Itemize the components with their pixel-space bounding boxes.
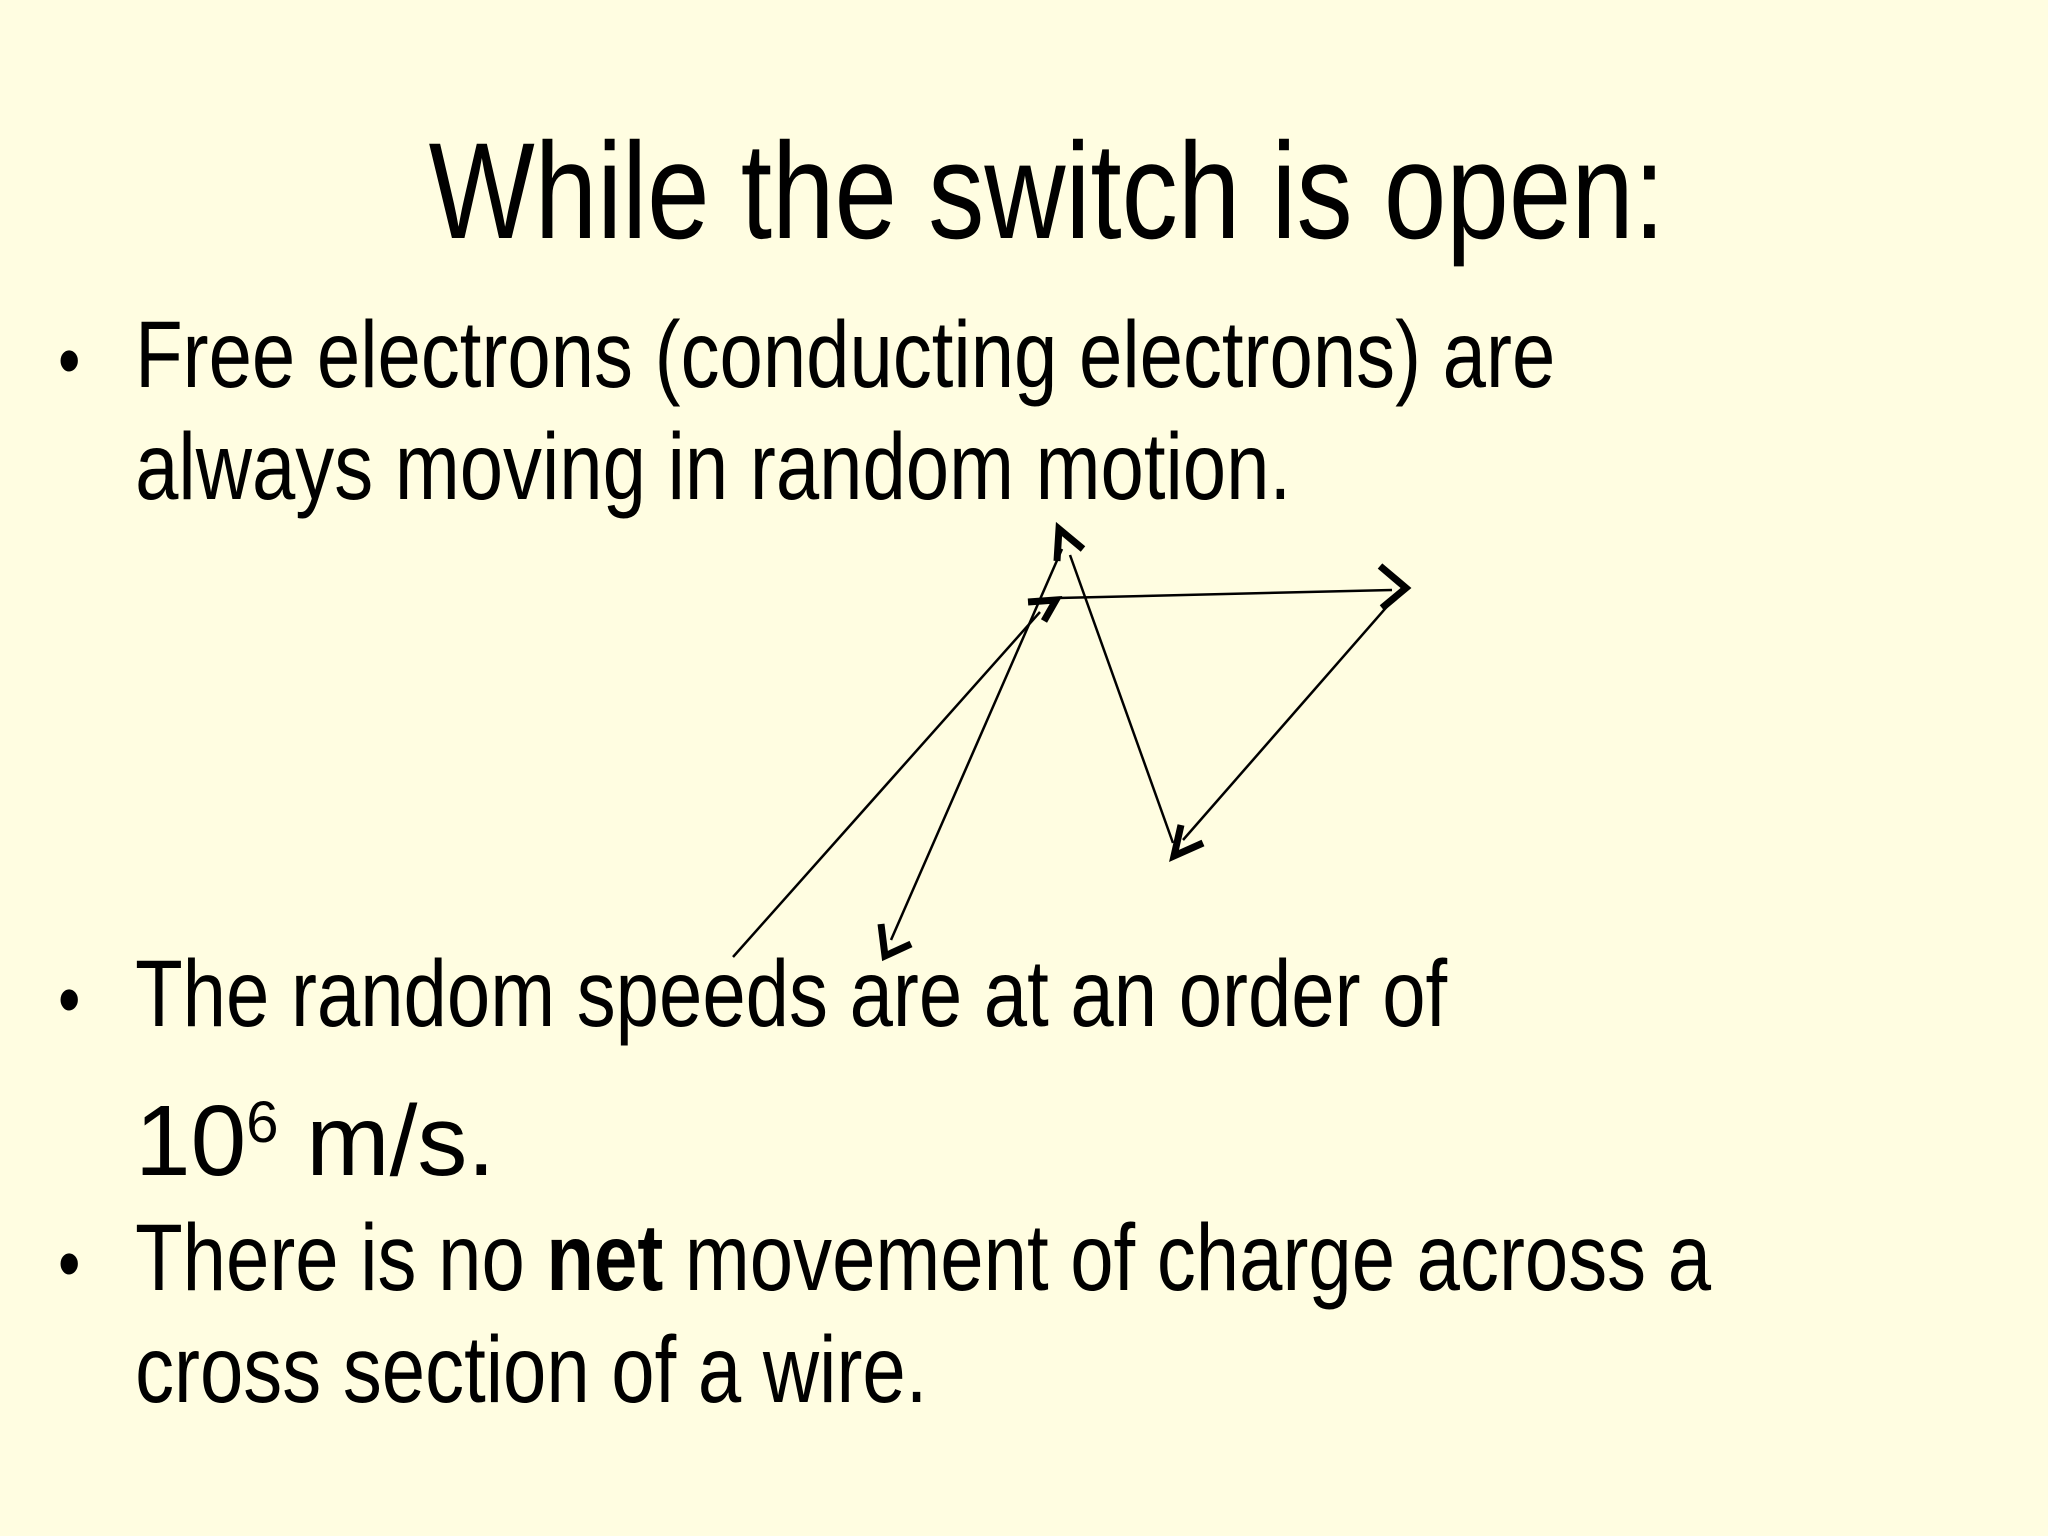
arrowhead-right-icon: [1377, 563, 1412, 611]
slide-title: While the switch is open:: [46, 112, 2048, 272]
bullet-2-line-1: The random speeds are at an order of: [135, 941, 1448, 1047]
path-segment-5: [889, 548, 1064, 941]
arrowhead-down-left-icon: [1169, 824, 1205, 863]
bullet-1-line-2: always moving in random motion.: [135, 414, 1292, 520]
bullet-item-random-speeds: • The random speeds are at an order of: [58, 941, 1939, 1053]
random-motion-path: [732, 521, 1412, 962]
bullet-item-no-net-movement: • There is no net movement of charge acro…: [58, 1205, 1939, 1424]
bullet-dot-icon: •: [58, 1219, 81, 1307]
bullet-dot-icon: •: [58, 316, 81, 404]
speed-exponent: 6: [246, 1090, 279, 1155]
path-segment-3: [1182, 593, 1399, 841]
bullet-3-line-1-after: movement of charge across a: [663, 1205, 1712, 1311]
bullet-item-free-electrons: • Free electrons (conducting electrons) a…: [58, 302, 1939, 521]
slide-title-text: While the switch is open:: [428, 115, 1666, 268]
speed-value-line: 106 m/s.: [135, 1068, 495, 1196]
bullet-3-net-bold: net: [546, 1205, 664, 1311]
bullet-3-line-2: cross section of a wire.: [135, 1317, 928, 1423]
path-segment-2: [1057, 588, 1393, 600]
bullet-1-line-1: Free electrons (conducting electrons) ar…: [135, 302, 1556, 408]
path-segment-1: [732, 611, 1041, 958]
arrowhead-up-icon: [1053, 521, 1086, 562]
bullet-3-line-1-before: There is no: [135, 1205, 547, 1311]
speed-base: 10: [135, 1085, 247, 1197]
bullet-dot-icon: •: [58, 955, 81, 1043]
arrowhead-up-right-icon: [1027, 596, 1063, 623]
speed-unit: m/s.: [278, 1085, 496, 1197]
path-segment-4: [1068, 554, 1175, 844]
